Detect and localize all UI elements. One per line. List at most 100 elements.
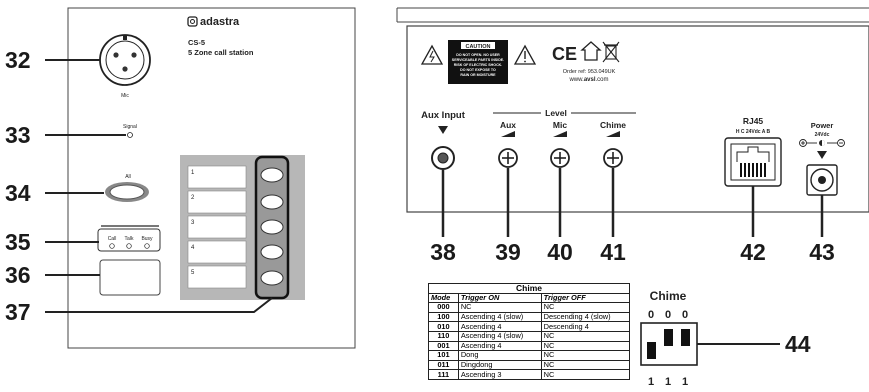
zone-1-button[interactable]	[260, 167, 284, 183]
busy-led	[144, 243, 150, 249]
caution-line-2: SERVICEABLE PARTS INSIDE.	[452, 58, 504, 62]
polarity-icon	[799, 139, 845, 147]
chime-table-title: Chime	[428, 283, 630, 294]
caution-line-5: RAIN OR MOISTURE	[460, 73, 496, 77]
order-ref: Order ref: 953.049UK	[563, 69, 616, 75]
dip-top-label-1: 0	[648, 309, 654, 321]
callout-34: 34	[5, 180, 31, 206]
dip-switch-2[interactable]	[664, 329, 673, 346]
dip-bottom-label-3: 1	[682, 376, 688, 388]
zone-3-button[interactable]	[260, 219, 284, 235]
chime-level-label: Chime	[600, 120, 626, 130]
callout-38: 38	[430, 239, 456, 265]
mic-level-ramp-icon	[553, 131, 567, 137]
call-indicator-label: Call	[108, 236, 117, 242]
zone-5-button[interactable]	[260, 270, 284, 286]
left-callouts: 32 33 34 35 36 37	[5, 47, 273, 325]
mic-level-label: Mic	[553, 120, 567, 130]
dc-power-jack[interactable]	[806, 164, 838, 196]
callout-35: 35	[5, 229, 31, 255]
chime-level-ramp-icon	[606, 131, 620, 137]
header-mode: Mode	[428, 292, 459, 304]
aux-level-label: Aux	[500, 120, 516, 130]
rear-callouts: 38 39 40 41 42 43	[430, 168, 835, 265]
signal-label: Signal	[123, 124, 137, 130]
power-voltage-label: 24Vdc	[815, 132, 830, 138]
chime-level-pot[interactable]	[603, 148, 623, 168]
caution-title: CAUTION	[465, 44, 490, 50]
rj45-port[interactable]	[724, 137, 782, 187]
busy-indicator-label: Busy	[141, 236, 153, 242]
callout-37: 37	[5, 299, 31, 325]
header-trigger-off: Trigger OFF	[540, 292, 631, 304]
callout-43: 43	[809, 239, 835, 265]
callout-41: 41	[600, 239, 626, 265]
brand-name: adastra	[200, 16, 240, 28]
dip-top-label-3: 0	[682, 309, 688, 321]
callout-36: 36	[5, 262, 31, 288]
weee-bin-icon	[602, 41, 620, 63]
ce-mark: CE	[552, 44, 577, 64]
dip-top-label-2: 0	[665, 309, 671, 321]
shock-warning-icon	[420, 44, 444, 65]
model-name: CS-5	[188, 38, 205, 47]
callout-39: 39	[495, 239, 521, 265]
callout-44: 44	[785, 331, 811, 357]
dip-switch-1[interactable]	[647, 342, 656, 359]
aux-input-label: Aux Input	[421, 110, 466, 121]
callout-33: 33	[5, 122, 31, 148]
mic-level-pot[interactable]	[550, 148, 570, 168]
rj45-pin-labels: H C 24Vdc A B	[736, 129, 771, 135]
all-label: All	[125, 174, 131, 180]
dip-bottom-label-1: 1	[648, 376, 654, 388]
talk-indicator-label: Talk	[125, 236, 134, 242]
mic-label: Mic	[121, 93, 129, 99]
caution-line-4: DO NOT EXPOSE TO	[460, 68, 496, 72]
zone-4-label: 4	[191, 245, 195, 251]
talk-led	[126, 243, 132, 249]
website: www.avsl.com	[568, 77, 608, 83]
mic-xlr-connector	[99, 34, 151, 86]
power-label: Power	[811, 121, 834, 130]
call-station-front: adastra CS-5 5 Zone call station Mic Sig…	[67, 7, 356, 349]
call-led	[109, 243, 115, 249]
caution-line-1: DO NOT OPEN. NO USER	[456, 53, 500, 57]
label-window	[99, 259, 161, 296]
zone-2-label: 2	[191, 195, 195, 201]
dip-switch-3[interactable]	[681, 329, 690, 346]
callout-40: 40	[547, 239, 573, 265]
rj45-label: RJ45	[743, 116, 764, 126]
callout-32: 32	[5, 47, 31, 73]
zone-3-label: 3	[191, 220, 195, 226]
header-trigger-on: Trigger ON	[457, 292, 542, 304]
power-arrow	[817, 151, 827, 159]
model-description: 5 Zone call station	[188, 48, 254, 57]
indoor-use-icon	[580, 41, 602, 61]
caution-line-3: RISK OF ELECTRIC SHOCK.	[454, 63, 503, 67]
aux-input-arrow	[438, 126, 448, 134]
zone-5-label: 5	[191, 270, 195, 276]
zone-buttons[interactable]	[260, 167, 284, 286]
aux-level-pot[interactable]	[498, 148, 518, 168]
zone-1-label: 1	[191, 170, 195, 176]
zone-4-button[interactable]	[260, 244, 284, 260]
zone-2-button[interactable]	[260, 194, 284, 210]
chime-dip-switch: Chime 0 0 0 1 1 1 44	[640, 289, 811, 388]
exclamation-warning-icon	[513, 44, 537, 65]
brand-logo: adastra	[187, 16, 240, 28]
callout-42: 42	[740, 239, 766, 265]
aux-input-jack[interactable]	[431, 146, 455, 170]
signal-led	[127, 132, 133, 138]
level-label: Level	[545, 108, 567, 118]
dip-switch-title: Chime	[650, 289, 687, 303]
